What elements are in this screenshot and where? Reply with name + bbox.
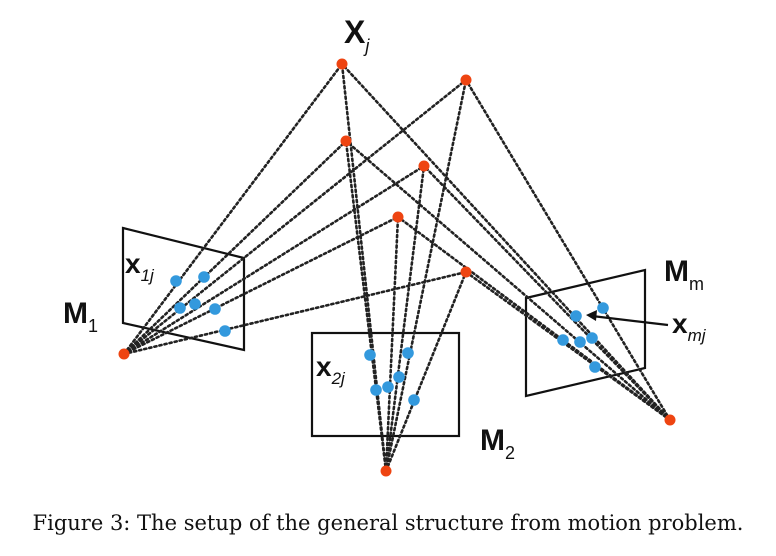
sfm-diagram: Xj M1 M2 Mm x1j x2j xmj bbox=[63, 14, 707, 477]
image-point-2-label-sub: 2j bbox=[331, 369, 346, 388]
image-point bbox=[557, 334, 569, 346]
figure-caption: Figure 3: The setup of the general struc… bbox=[32, 511, 744, 535]
projection-ray bbox=[464, 78, 672, 422]
camera-1-label: M bbox=[63, 297, 88, 330]
point-label: X bbox=[344, 14, 366, 50]
svg-text:M1: M1 bbox=[63, 297, 98, 336]
image-point bbox=[393, 371, 405, 383]
scene-point bbox=[418, 160, 430, 172]
image-point bbox=[382, 381, 394, 393]
svg-text:x2j: x2j bbox=[316, 351, 346, 388]
image-point bbox=[209, 303, 221, 315]
projection-ray bbox=[122, 215, 400, 356]
svg-text:Xj: Xj bbox=[344, 14, 370, 56]
image-points bbox=[170, 271, 609, 406]
image-point bbox=[570, 310, 582, 322]
projection-ray bbox=[344, 139, 388, 473]
image-point bbox=[364, 349, 376, 361]
svg-text:x1j: x1j bbox=[125, 248, 155, 285]
point-label-sub: j bbox=[362, 36, 370, 56]
projection-ray bbox=[384, 164, 426, 473]
svg-text:xmj: xmj bbox=[672, 308, 707, 345]
camera-2-label-sub: 2 bbox=[505, 443, 515, 463]
projection-ray bbox=[122, 62, 344, 356]
camera-m-label-sub: m bbox=[689, 274, 704, 294]
camera-center bbox=[380, 465, 392, 477]
image-point-m-label: x bbox=[672, 308, 688, 339]
image-point bbox=[574, 336, 586, 348]
scene-point bbox=[340, 135, 352, 147]
scene-point bbox=[460, 74, 472, 86]
image-point bbox=[408, 394, 420, 406]
projection-ray bbox=[384, 78, 468, 473]
image-point-1-label-sub: 1j bbox=[141, 266, 155, 285]
camera-center bbox=[664, 414, 676, 426]
image-point bbox=[198, 271, 210, 283]
image-point bbox=[370, 384, 382, 396]
annotation-arrow bbox=[591, 314, 669, 327]
image-point bbox=[174, 302, 186, 314]
image-point bbox=[219, 325, 231, 337]
image-plane-2 bbox=[310, 331, 461, 438]
projection-ray bbox=[344, 139, 672, 422]
image-point bbox=[586, 332, 598, 344]
camera-2-label: M bbox=[480, 424, 505, 457]
image-point bbox=[402, 347, 414, 359]
annotation-arrowhead bbox=[586, 310, 597, 321]
projection-ray bbox=[122, 139, 348, 356]
scene-point bbox=[336, 58, 348, 70]
image-point bbox=[589, 361, 601, 373]
projection-ray bbox=[422, 164, 672, 422]
svg-text:Mm: Mm bbox=[664, 255, 704, 294]
projection-ray bbox=[384, 215, 400, 473]
camera-1-label-sub: 1 bbox=[88, 316, 98, 336]
image-point bbox=[170, 275, 182, 287]
projection-ray bbox=[122, 164, 426, 356]
scene-point bbox=[460, 266, 472, 278]
scene-point bbox=[392, 211, 404, 223]
image-point-2-label: x bbox=[316, 351, 332, 382]
image-plane-m bbox=[524, 268, 647, 398]
scene-points bbox=[118, 58, 676, 477]
camera-center bbox=[118, 348, 130, 360]
projection-rays bbox=[122, 62, 672, 473]
image-point bbox=[189, 298, 201, 310]
projection-ray bbox=[384, 270, 468, 473]
projection-ray bbox=[340, 62, 672, 422]
svg-text:M2: M2 bbox=[480, 424, 515, 463]
image-point-m-label-sub: mj bbox=[688, 326, 707, 345]
camera-m-label: M bbox=[664, 255, 689, 288]
image-point bbox=[597, 302, 609, 314]
image-point-1-label: x bbox=[125, 248, 141, 279]
projection-ray bbox=[464, 270, 672, 422]
